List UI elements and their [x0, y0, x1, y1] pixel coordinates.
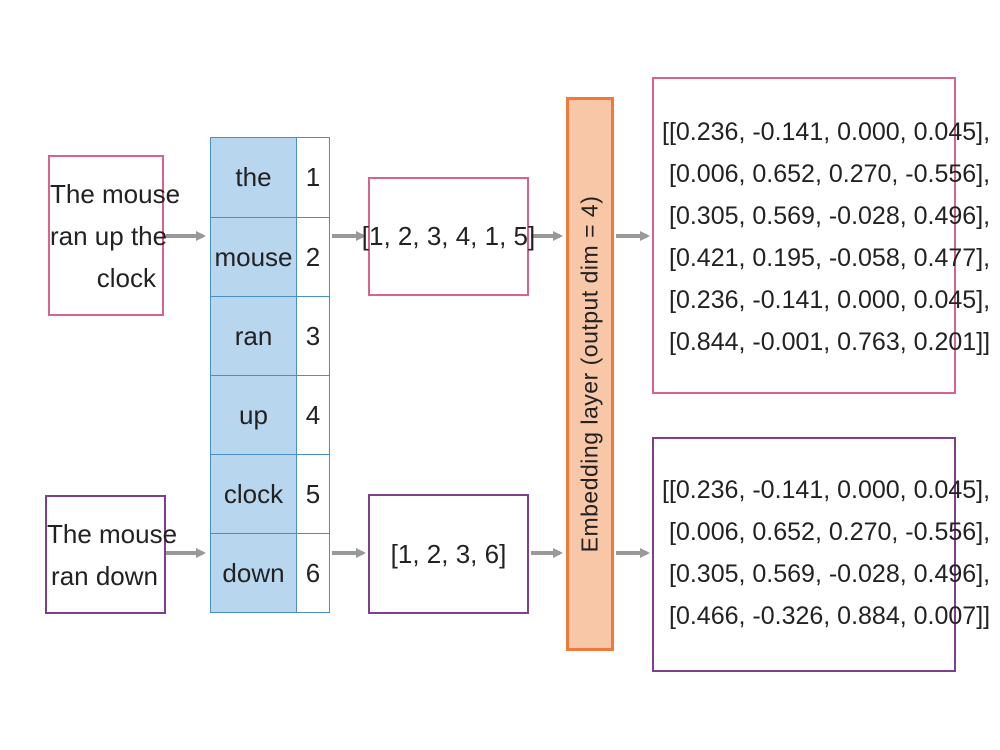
output-box-2: [[0.236, -0.141, 0.000, 0.045], [0.006, … — [652, 437, 991, 672]
sequence-box-1: [1, 2, 3, 4, 1, 5] — [362, 177, 535, 296]
vocab-index: 5 — [297, 455, 329, 533]
output-1-line: [0.236, -0.141, 0.000, 0.045], — [669, 286, 991, 314]
vocab-word: clock — [211, 455, 297, 533]
output-2-line: [[0.236, -0.141, 0.000, 0.045], — [662, 476, 991, 504]
output-1-line: [0.844, -0.001, 0.763, 0.201]] — [669, 328, 991, 356]
vocab-index: 1 — [297, 138, 329, 217]
output-2-line: [0.006, 0.652, 0.270, -0.556], — [669, 518, 991, 546]
vocabulary-table: the 1 mouse 2 ran 3 up 4 clock 5 down 6 — [210, 137, 330, 613]
vocab-index: 6 — [297, 534, 329, 612]
vocab-row: up 4 — [211, 375, 329, 454]
sentence-1-line-2: ran up the — [50, 220, 168, 251]
output-2-line: [0.466, -0.326, 0.884, 0.007]] — [669, 602, 991, 630]
output-box-1: [[0.236, -0.141, 0.000, 0.045], [0.006, … — [652, 77, 991, 394]
vocab-row: down 6 — [211, 533, 329, 612]
vocab-word: mouse — [211, 218, 297, 296]
sentence-box-2: The mouse ran down — [45, 495, 178, 614]
embedding-layer-box: Embedding layer (output dim = 4) — [566, 97, 614, 651]
output-1-line: [0.305, 0.569, -0.028, 0.496], — [669, 202, 991, 230]
sentence-1-line-1: The mouse — [50, 178, 181, 209]
output-1-line: [0.421, 0.195, -0.058, 0.477], — [669, 244, 991, 272]
vocab-word: ran — [211, 297, 297, 375]
vocab-index: 2 — [297, 218, 329, 296]
output-1-line: [[0.236, -0.141, 0.000, 0.045], — [662, 118, 991, 146]
embedding-layer-label: Embedding layer (output dim = 4) — [576, 195, 603, 553]
vocab-index: 3 — [297, 297, 329, 375]
vocab-word: the — [211, 138, 297, 217]
output-1-line: [0.006, 0.652, 0.270, -0.556], — [669, 160, 991, 188]
sentence-2-line-2: ran down — [51, 560, 158, 591]
sequence-2-text: [1, 2, 3, 6] — [390, 538, 507, 569]
vocab-index: 4 — [297, 376, 329, 454]
sentence-box-1: The mouse ran up the clock — [48, 155, 181, 316]
sentence-2-line-1: The mouse — [47, 518, 178, 549]
sentence-1-line-3: clock — [96, 262, 156, 293]
sequence-1-text: [1, 2, 3, 4, 1, 5] — [361, 221, 536, 251]
vocab-word: up — [211, 376, 297, 454]
sequence-box-2: [1, 2, 3, 6] — [368, 494, 529, 614]
output-2-line: [0.305, 0.569, -0.028, 0.496], — [669, 560, 991, 588]
vocab-row: ran 3 — [211, 296, 329, 375]
vocab-row: clock 5 — [211, 454, 329, 533]
vocab-row: the 1 — [211, 138, 329, 217]
vocab-word: down — [211, 534, 297, 612]
vocab-row: mouse 2 — [211, 217, 329, 296]
